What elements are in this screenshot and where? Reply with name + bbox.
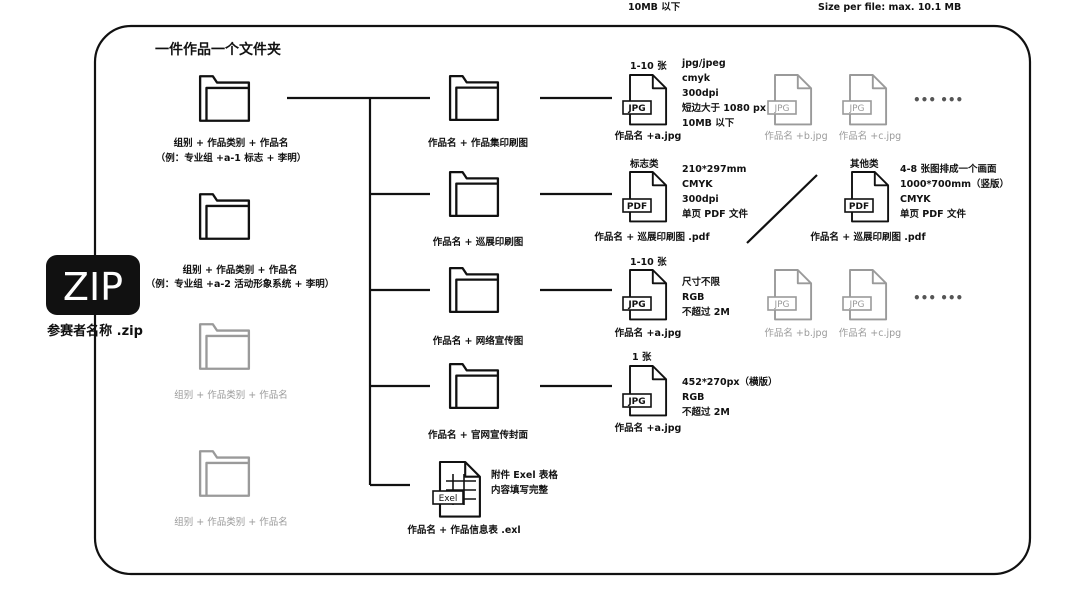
entry-label: 组别 + 作品类别 + 作品名 — [174, 390, 288, 401]
entry-example: （例：专业组 +a-2 活动形象系统 + 李明） — [145, 279, 335, 290]
entry-example: （例：专业组 +a-1 标志 + 李明） — [155, 153, 307, 164]
svg-text:Exel: Exel — [439, 494, 458, 504]
file-count: 1 张 — [632, 352, 652, 363]
file-name: 作品名 +a.jpg — [614, 328, 682, 339]
subfolder-icon[interactable] — [448, 171, 500, 217]
spec-line: 452*270px（横版） — [682, 377, 778, 388]
svg-text:JPG: JPG — [627, 397, 645, 407]
file-name: 作品名 +b.jpg — [764, 328, 828, 339]
spec-line: 单页 PDF 文件 — [900, 209, 966, 220]
file-count: 1-10 张 — [630, 61, 667, 72]
spec-line: 210*297mm — [682, 164, 747, 175]
spec-line: CMYK — [900, 194, 931, 205]
subfolder-label: 作品名 + 官网宣传封面 — [427, 430, 529, 441]
spec-line: 不超过 2M — [682, 407, 730, 418]
file-name: 作品名 + 巡展印刷图 .pdf — [810, 232, 926, 243]
entry-folder-icon[interactable] — [198, 193, 251, 240]
entry-label: 组别 + 作品类别 + 作品名 — [174, 517, 288, 528]
spec-line: RGB — [682, 392, 705, 403]
zip-label: 参赛者名称 .zip — [47, 324, 143, 339]
svg-text:JPG: JPG — [773, 300, 789, 310]
svg-text:JPG: JPG — [773, 104, 789, 114]
jpg-file-icon[interactable]: JPG — [622, 74, 668, 126]
file-name: 作品名 + 巡展印刷图 .pdf — [594, 232, 710, 243]
pdf-file-icon[interactable]: PDF — [622, 171, 668, 223]
file-name: 作品名 +a.jpg — [614, 423, 682, 434]
subfolder-label: 作品名 + 作品集印刷图 — [427, 138, 529, 149]
spec-line: 300dpi — [682, 88, 719, 99]
jpg-file-icon[interactable]: JPG — [767, 74, 813, 126]
spec-line: CMYK — [682, 179, 713, 190]
entry-label: 组别 + 作品类别 + 作品名 — [173, 138, 289, 149]
entry-folder-icon[interactable] — [198, 323, 251, 370]
entry-label: 组别 + 作品类别 + 作品名 — [182, 265, 298, 276]
svg-text:JPG: JPG — [627, 104, 645, 114]
spec-line: 300dpi — [682, 194, 719, 205]
spec-line: jpg/jpeg — [682, 58, 726, 69]
subfolder-icon[interactable] — [448, 267, 500, 313]
zip-icon: ZIP — [46, 255, 140, 315]
connector-lines — [287, 96, 818, 487]
svg-text:PDF: PDF — [627, 202, 647, 212]
svg-text:ZIP: ZIP — [63, 265, 123, 309]
file-name: 作品名 +c.jpg — [838, 328, 902, 339]
top-note-size-en: Size per file: max. 10.1 MB — [818, 2, 962, 13]
spec-line: 10MB 以下 — [682, 118, 735, 129]
more-files-ellipsis: ••• ••• — [913, 291, 964, 305]
entry-folder-icon[interactable] — [198, 450, 251, 497]
file-category: 标志类 — [630, 159, 659, 170]
svg-text:JPG: JPG — [848, 104, 864, 114]
svg-text:JPG: JPG — [848, 300, 864, 310]
file-name: 作品名 +a.jpg — [614, 131, 682, 142]
top-note-size: 10MB 以下 — [628, 2, 681, 13]
file-name: 作品名 +c.jpg — [838, 131, 902, 142]
file-count: 1-10 张 — [630, 257, 667, 268]
jpg-file-icon[interactable]: JPG — [767, 269, 813, 321]
subfolder-icon[interactable] — [448, 75, 500, 121]
jpg-file-icon[interactable]: JPG — [622, 269, 668, 321]
file-name: 作品名 +b.jpg — [764, 131, 828, 142]
jpg-file-icon[interactable]: JPG — [842, 269, 888, 321]
subfolder-label: 作品名 + 巡展印刷图 — [432, 237, 524, 248]
subfolder-label: 作品名 + 网络宣传图 — [432, 336, 524, 347]
spec-line: 单页 PDF 文件 — [682, 209, 748, 220]
spec-line: RGB — [682, 292, 705, 303]
spec-line: 尺寸不限 — [682, 277, 721, 288]
excel-file-icon[interactable]: Exel — [432, 460, 481, 518]
spec-line: 短边大于 1080 px — [682, 103, 766, 114]
svg-text:PDF: PDF — [849, 202, 869, 212]
more-files-ellipsis: ••• ••• — [913, 93, 964, 107]
spec-line: 1000*700mm（竖版） — [900, 179, 1010, 190]
entry-folder-icon[interactable] — [198, 75, 251, 122]
jpg-file-icon[interactable]: JPG — [622, 365, 668, 417]
panel-title: 一件作品一个文件夹 — [155, 42, 281, 58]
subfolder-icon[interactable] — [448, 363, 500, 409]
svg-text:JPG: JPG — [627, 300, 645, 310]
spec-line: 不超过 2M — [682, 307, 730, 318]
subfolder-label: 作品名 + 作品信息表 .exl — [407, 525, 521, 536]
excel-note: 内容填写完整 — [491, 485, 549, 496]
spec-line: cmyk — [682, 73, 711, 84]
pdf-file-icon[interactable]: PDF — [844, 171, 890, 223]
file-category: 其他类 — [850, 159, 879, 170]
spec-line: 4-8 张图排成一个画面 — [900, 164, 997, 175]
excel-note: 附件 Exel 表格 — [491, 470, 558, 481]
jpg-file-icon[interactable]: JPG — [842, 74, 888, 126]
